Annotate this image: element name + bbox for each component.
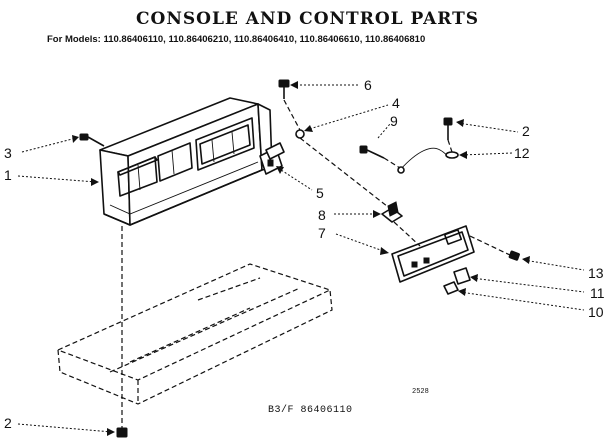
callout-1: 1 — [4, 167, 12, 183]
control-panel-7 — [391, 225, 475, 283]
callout-2-top: 2 — [522, 123, 530, 139]
callout-12: 12 — [514, 145, 530, 161]
bolt-9 — [359, 145, 385, 159]
callout-10: 10 — [588, 304, 604, 320]
callout-6: 6 — [364, 77, 372, 93]
washer-12 — [445, 151, 459, 159]
page-title: CONSOLE AND CONTROL PARTS — [136, 9, 479, 29]
models-line: For Models: 110.86406110, 110.86406210, … — [47, 34, 425, 45]
callout-8: 8 — [318, 207, 326, 223]
knob-11 — [453, 267, 471, 285]
screw-6 — [278, 79, 290, 99]
leader-lines — [17, 81, 585, 436]
assembly-lines — [121, 99, 513, 428]
callout-4: 4 — [392, 95, 400, 111]
nut-4 — [295, 129, 305, 139]
switch-bracket-5 — [259, 142, 285, 175]
callout-3: 3 — [4, 145, 12, 161]
callout-5: 5 — [316, 185, 324, 201]
callout-11: 11 — [590, 285, 605, 301]
footer-code: B3/F 86406110 — [268, 404, 353, 416]
screw-2-top — [443, 117, 453, 140]
ground-wire — [397, 147, 453, 174]
callout-7: 7 — [318, 225, 326, 241]
callout-13: 13 — [588, 265, 604, 281]
diagram-code: 2528 — [412, 388, 429, 396]
screw-2-bottom — [116, 427, 128, 438]
knob-10 — [443, 281, 459, 295]
clip-8 — [381, 201, 403, 223]
screw-13 — [508, 250, 520, 261]
console-housing — [99, 97, 273, 226]
callout-9: 9 — [390, 113, 398, 129]
screw-3 — [79, 133, 105, 147]
cabinet-top-outline — [57, 263, 333, 405]
callout-2-bottom: 2 — [4, 415, 12, 431]
